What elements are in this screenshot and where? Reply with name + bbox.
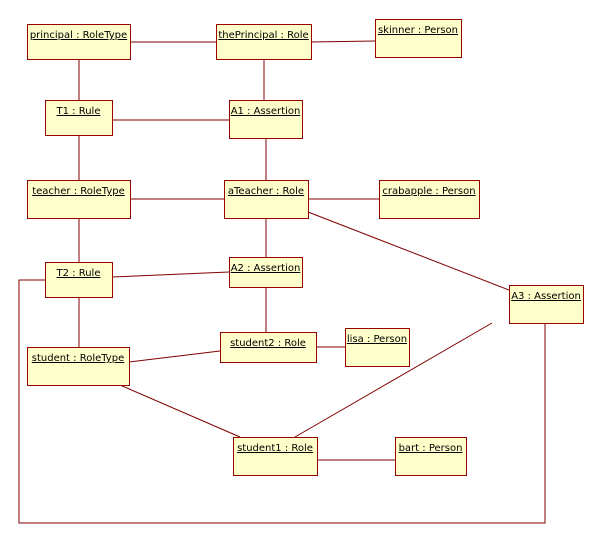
node-label: T1 : Rule: [56, 106, 101, 117]
node-student2[interactable]: student2 : Role: [220, 332, 317, 363]
connector-T2-A3: [18, 279, 546, 524]
node-box: [509, 285, 584, 324]
node-label: A3 : Assertion: [511, 291, 581, 302]
node-label: A2 : Assertion: [231, 263, 301, 274]
node-box: [27, 180, 131, 219]
connector-aTeacher-A3: [307, 211, 510, 291]
node-thePrincipal[interactable]: thePrincipal : Role: [216, 24, 312, 60]
node-box: [345, 328, 410, 367]
node-box: [375, 19, 462, 58]
node-box: [379, 180, 480, 219]
node-label: crabapple : Person: [382, 186, 475, 197]
node-student1[interactable]: student1 : Role: [233, 437, 318, 476]
connections-layer: [18, 40, 546, 524]
node-box: [224, 180, 309, 219]
node-T2[interactable]: T2 : Rule: [45, 262, 113, 298]
node-label: T2 : Rule: [56, 268, 101, 279]
connector-thePrincipal-skinner: [310, 40, 376, 43]
node-label: student2 : Role: [230, 338, 306, 349]
node-box: [27, 24, 131, 60]
node-T1[interactable]: T1 : Rule: [45, 100, 113, 136]
node-principal[interactable]: principal : RoleType: [27, 24, 131, 60]
node-A3[interactable]: A3 : Assertion: [509, 285, 584, 324]
node-box: [229, 257, 303, 288]
node-teacher[interactable]: teacher : RoleType: [27, 180, 131, 219]
node-box: [233, 437, 318, 476]
connector-student-student1: [119, 384, 241, 438]
node-label: student1 : Role: [237, 443, 313, 454]
node-student[interactable]: student : RoleType: [27, 347, 130, 386]
node-lisa[interactable]: lisa : Person: [345, 328, 410, 367]
node-crabapple[interactable]: crabapple : Person: [379, 180, 480, 219]
connector-A3-student1: [294, 322, 493, 438]
node-label: student : RoleType: [32, 353, 124, 364]
node-box: [220, 332, 317, 363]
node-label: thePrincipal : Role: [218, 30, 308, 41]
node-box: [229, 100, 303, 139]
node-A2[interactable]: A2 : Assertion: [229, 257, 303, 288]
node-label: aTeacher : Role: [228, 186, 304, 197]
node-aTeacher[interactable]: aTeacher : Role: [224, 180, 309, 219]
node-box: [395, 437, 467, 476]
node-A1[interactable]: A1 : Assertion: [229, 100, 303, 139]
node-box: [45, 100, 113, 136]
node-label: skinner : Person: [378, 25, 458, 36]
node-label: principal : RoleType: [30, 30, 127, 41]
nodes-layer: principal : RoleType thePrincipal : Role s…: [27, 19, 584, 476]
node-label: teacher : RoleType: [32, 186, 125, 197]
node-label: bart : Person: [399, 443, 463, 454]
node-label: A1 : Assertion: [231, 106, 301, 117]
node-label: lisa : Person: [347, 334, 407, 345]
node-box: [45, 262, 113, 298]
connector-student-student2: [128, 350, 221, 363]
node-box: [216, 24, 312, 60]
node-bart[interactable]: bart : Person: [395, 437, 467, 476]
connector-T2-A2: [111, 271, 230, 278]
node-box: [27, 347, 130, 386]
node-skinner[interactable]: skinner : Person: [375, 19, 462, 58]
